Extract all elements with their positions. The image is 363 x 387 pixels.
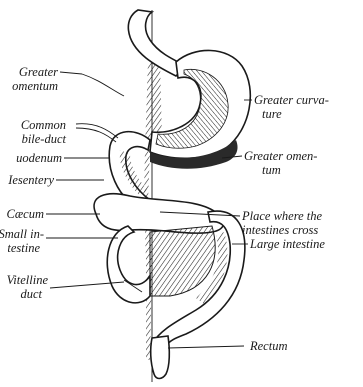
label-duodenum: uodenum	[16, 151, 62, 165]
label-small-intestine-1: Small in-	[0, 227, 44, 241]
label-vitelline-duct-2: duct	[20, 287, 42, 301]
label-greater-omentum-right-2: tum	[262, 163, 281, 177]
label-vitelline-duct-1: Vitelline	[7, 273, 49, 287]
label-mesentery: Iesentery	[7, 173, 54, 187]
small-intestine-loop	[107, 226, 150, 303]
label-greater-curvature-1: Greater curva-	[254, 93, 329, 107]
label-greater-omentum-left-1: Greater	[19, 65, 58, 79]
label-greater-curvature-2: ture	[262, 107, 282, 121]
rectum-tube	[151, 336, 170, 379]
label-small-intestine-2: testine	[7, 241, 40, 255]
bile-duct-2	[76, 128, 116, 142]
label-common-bile-duct-1: Common	[21, 118, 66, 132]
label-rectum: Rectum	[249, 339, 287, 353]
label-common-bile-duct-2: bile-duct	[22, 132, 67, 146]
label-greater-omentum-right-1: Greater omen-	[244, 149, 317, 163]
label-caecum: Cæcum	[7, 207, 45, 221]
label-place-where-intestines-cross-1: Place where the	[241, 209, 323, 223]
mesenteric-fan	[150, 226, 215, 296]
label-large-intestine: Large intestine	[249, 237, 325, 251]
label-place-where-intestines-cross-2: intestines cross	[242, 223, 318, 237]
label-greater-omentum-left-2: omentum	[12, 79, 58, 93]
